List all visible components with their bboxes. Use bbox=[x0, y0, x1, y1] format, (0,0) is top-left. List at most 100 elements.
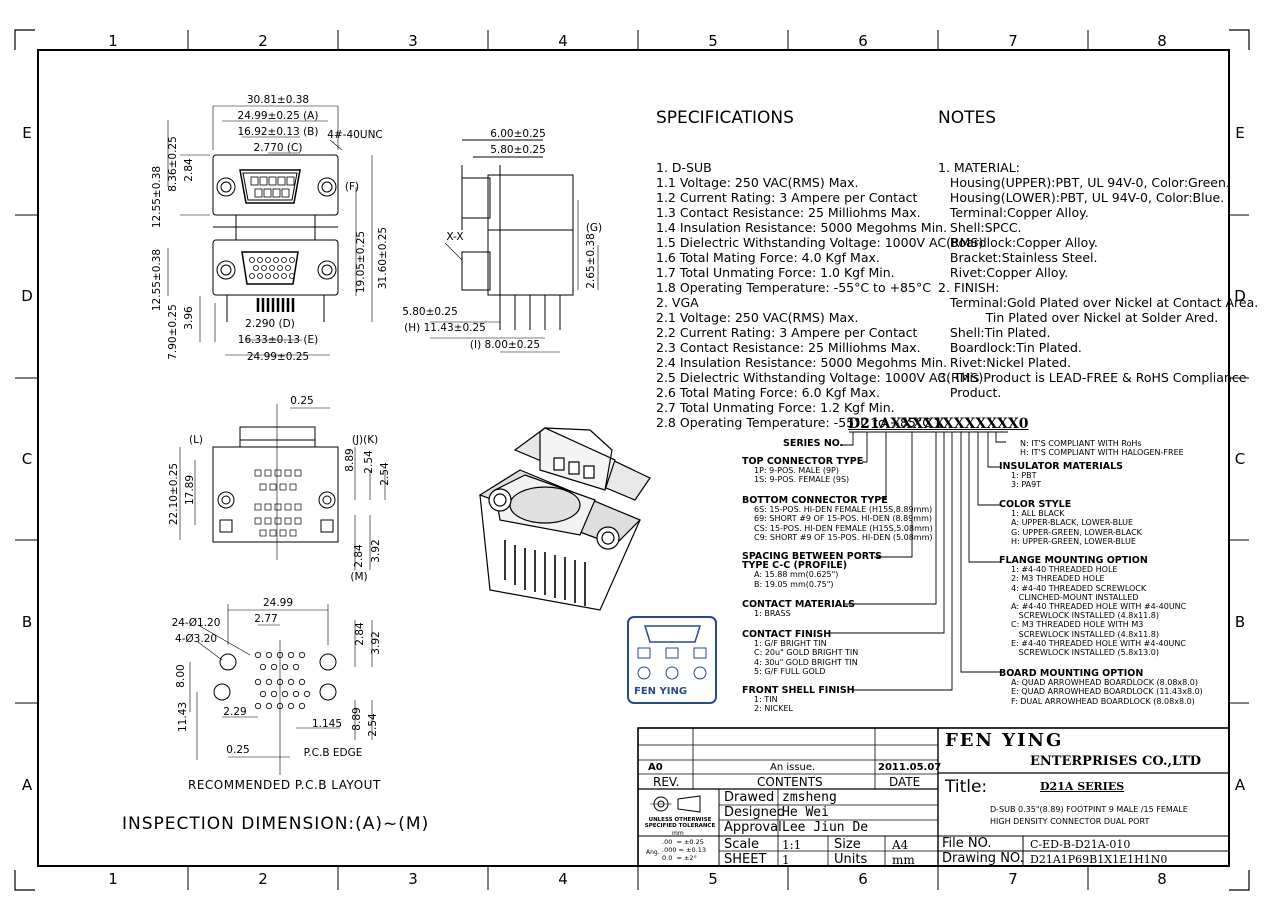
dimension-label: 24-Ø1.20 bbox=[172, 617, 221, 629]
flange-option: SCREWLOCK INSTALLED (5.8x13.0) bbox=[1011, 648, 1160, 658]
scale-value: 1:1 bbox=[782, 838, 802, 852]
row-label-right: A bbox=[1235, 776, 1246, 794]
title-series: D21A SERIES bbox=[1040, 780, 1125, 793]
flange-option: 1: #4-40 THREADED HOLE bbox=[1011, 565, 1118, 575]
color_style-title: COLOR STYLE bbox=[999, 499, 1072, 510]
part-number-leader-lines bbox=[826, 431, 1008, 691]
spec-line: 1.4 Insulation Resistance: 5000 Megohms … bbox=[656, 220, 948, 235]
column-label-top: 3 bbox=[408, 32, 418, 50]
company-logo: FEN YING bbox=[945, 730, 1064, 751]
contact_finish-option: C: 20u" GOLD BRIGHT TIN bbox=[754, 648, 859, 658]
approval-label: Approval bbox=[724, 820, 782, 835]
bottom_connector-option: C9: SHORT #9 OF 15-POS. HI-DEN (5.08mm) bbox=[754, 532, 933, 542]
dimension-label: 2.54 bbox=[363, 450, 375, 474]
dimension-label: 30.81±0.38 bbox=[247, 94, 309, 106]
note-line: Shell:Tin Plated. bbox=[938, 325, 1051, 340]
size-value: A4 bbox=[892, 838, 909, 852]
notes-title: NOTES bbox=[938, 108, 997, 128]
dimension-label: 2.84 bbox=[353, 544, 365, 568]
note-line: Bracket:Stainless Steel. bbox=[938, 250, 1098, 265]
bottom-view bbox=[179, 404, 386, 570]
dimension-label: 11.43 bbox=[177, 702, 189, 732]
spec-line: 1.7 Total Unmating Force: 1.0 Kgf Min. bbox=[656, 265, 895, 280]
rev-date: 2011.05.07 bbox=[878, 762, 942, 773]
dimension-label: 2.54 bbox=[367, 713, 379, 737]
column-label-top: 4 bbox=[558, 32, 568, 50]
spec-line: 2.5 Dielectric Withstanding Voltage: 100… bbox=[656, 370, 984, 385]
pcb-layout bbox=[189, 604, 373, 775]
inspection-label: INSPECTION DIMENSION:(A)~(M) bbox=[122, 814, 430, 834]
file-no-value: C-ED-B-D21A-010 bbox=[1030, 838, 1131, 851]
series-label: SERIES NO. bbox=[783, 438, 844, 449]
dimension-label: X-X bbox=[446, 231, 463, 243]
dimension-label: 8.89 bbox=[351, 707, 363, 730]
spec-line: 2.6 Total Mating Force: 6.0 Kgf Max. bbox=[656, 385, 880, 400]
bottom_connector-option: 6S: 15-POS. HI-DEN FEMALE (H15S,8.89mm) bbox=[754, 505, 933, 515]
note-line: Rivet:Nickel Plated. bbox=[938, 355, 1072, 370]
dimension-label: 2.84 bbox=[354, 622, 366, 646]
top_connector-title: TOP CONNECTOR TYPE bbox=[742, 456, 864, 467]
logo-text: FEN YING bbox=[634, 686, 688, 697]
column-label-top: 6 bbox=[858, 32, 868, 50]
title-description-2: HIGH DENSITY CONNECTOR DUAL PORT bbox=[990, 817, 1150, 826]
specifications-title: SPECIFICATIONS bbox=[656, 108, 794, 128]
dimension-label: 5.80±0.25 bbox=[402, 306, 458, 318]
size-label: Size bbox=[834, 837, 861, 852]
dimension-label: 16.92±0.13 (B) bbox=[238, 126, 319, 138]
spec-line: 2.2 Current Rating: 3 Ampere per Contact bbox=[656, 325, 918, 340]
dimension-label: (H) 11.43±0.25 bbox=[404, 322, 486, 334]
note-line: Terminal:Copper Alloy. bbox=[938, 205, 1089, 220]
bottom_connector-option: CS: 15-POS. HI-DEN FEMALE (H15S,5.08mm) bbox=[754, 523, 933, 533]
color_style-option: G: UPPER-GREEN, LOWER-BLACK bbox=[1011, 527, 1142, 537]
front-view bbox=[167, 105, 373, 356]
insulator-title: INSULATOR MATERIALS bbox=[999, 461, 1124, 472]
dimension-label: 12.55±0.38 bbox=[151, 166, 163, 228]
flange-option: CLINCHED-MOUNT INSTALLED bbox=[1011, 592, 1139, 602]
connector-isometric-render bbox=[478, 427, 651, 611]
note-line: 2. FINISH: bbox=[938, 280, 1000, 295]
note-line: Product. bbox=[938, 385, 1002, 400]
rev-value: A0 bbox=[648, 762, 663, 773]
insulator-option: 3: PA9T bbox=[1011, 480, 1042, 490]
spacing-option: B: 19.05 mm(0.75") bbox=[754, 579, 834, 589]
dimension-label: 8.89 bbox=[344, 448, 356, 471]
tolerance-line: 0.0 = ±2° bbox=[662, 854, 697, 862]
rev-header: REV. bbox=[653, 775, 680, 789]
drawed-value: zmsheng bbox=[782, 790, 837, 805]
scale-label: Scale bbox=[724, 837, 759, 852]
contact_finish-option: 4: 30u" GOLD BRIGHT TIN bbox=[754, 657, 858, 667]
column-label-bottom: 2 bbox=[258, 870, 268, 888]
color_style-option: H: UPPER-GREEN, LOWER-BLUE bbox=[1011, 536, 1136, 546]
row-label-left: D bbox=[21, 287, 33, 305]
flange-option: A: #4-40 THREADED HOLE WITH #4-40UNC bbox=[1011, 602, 1187, 612]
tolerance-ang: Ang. bbox=[646, 849, 660, 856]
dimension-label: 1.145 bbox=[312, 718, 342, 730]
dimension-label: 8.00 bbox=[175, 664, 187, 687]
rev-contents: An issue. bbox=[770, 762, 816, 773]
dimension-label: 7.90±0.25 bbox=[167, 304, 179, 360]
flange-option: E: #4-40 THREADED HOLE WITH #4-40UNC bbox=[1011, 638, 1186, 648]
front_shell-option: 2: NICKEL bbox=[754, 704, 794, 714]
row-label-right: E bbox=[1235, 124, 1244, 142]
dimension-label: 0.25 bbox=[290, 395, 313, 407]
dimension-label: (I) 8.00±0.25 bbox=[470, 339, 540, 351]
flange-option: C: M3 THREADED HOLE WITH M3 bbox=[1011, 620, 1144, 630]
column-label-top: 1 bbox=[108, 32, 118, 50]
board_mounting-option: E: QUAD ARROWHEAD BOARDLOCK (11.43x8.0) bbox=[1011, 687, 1203, 697]
notes-list: 1. MATERIAL: Housing(UPPER):PBT, UL 94V-… bbox=[938, 160, 1258, 400]
rohs-option: H: IT'S COMPLIANT WITH HALOGEN-FREE bbox=[1020, 448, 1184, 458]
dimension-label: 0.25 bbox=[226, 744, 249, 756]
dimension-label: 3.92 bbox=[370, 539, 382, 562]
spec-line: 1.5 Dielectric Withstanding Voltage: 100… bbox=[656, 235, 984, 250]
bottom_connector-option: 69: SHORT #9 OF 15-POS. HI-DEN (8.89mm) bbox=[754, 514, 932, 524]
drawing-frame bbox=[37, 49, 1230, 867]
flange-option: SCREWLOCK INSTALLED (4.8x11.8) bbox=[1011, 629, 1160, 639]
spec-line: 2.1 Voltage: 250 VAC(RMS) Max. bbox=[656, 310, 859, 325]
top_connector-option: 1P: 9-POS. MALE (9P) bbox=[754, 466, 839, 476]
column-label-bottom: 4 bbox=[558, 870, 568, 888]
column-label-bottom: 1 bbox=[108, 870, 118, 888]
